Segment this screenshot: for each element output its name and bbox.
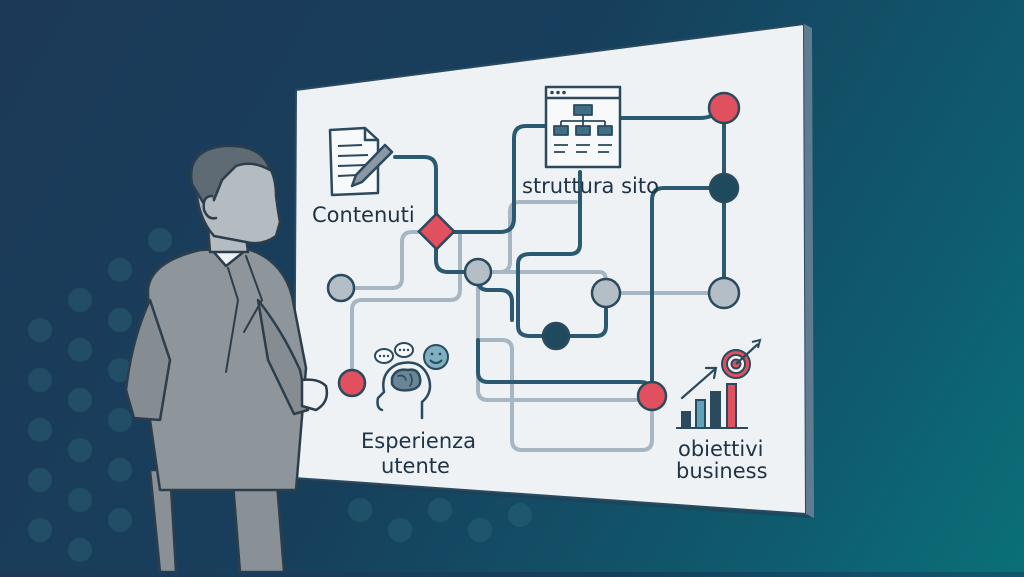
hand bbox=[300, 378, 329, 412]
node-right-dark bbox=[708, 172, 740, 204]
label-business: business bbox=[676, 459, 768, 483]
label-utente: utente bbox=[381, 454, 450, 478]
head-brain-icon bbox=[376, 361, 432, 420]
node-left-red bbox=[337, 368, 367, 398]
label-struttura-sito: struttura sito bbox=[522, 174, 659, 198]
decision-diamond-node bbox=[417, 212, 456, 251]
label-esperienza: Esperienza bbox=[361, 429, 477, 453]
document-pencil-icon bbox=[328, 126, 394, 197]
diagram-nodes bbox=[326, 91, 741, 412]
label-contenuti: Contenuti bbox=[312, 203, 415, 227]
node-center-gray bbox=[463, 257, 493, 287]
node-top-red bbox=[707, 91, 741, 125]
arm-left bbox=[124, 298, 172, 422]
upward-arrow-icon bbox=[680, 366, 718, 400]
node-far-right-gray bbox=[707, 276, 741, 310]
ear bbox=[202, 194, 218, 220]
node-center-dark bbox=[541, 321, 571, 351]
businessman-figure bbox=[124, 144, 329, 574]
chat-bubbles-icon bbox=[374, 342, 414, 364]
node-right-gray bbox=[590, 277, 622, 309]
smiley-icon bbox=[423, 344, 449, 370]
label-obiettivi: obiettivi bbox=[678, 437, 764, 461]
hair bbox=[189, 144, 272, 206]
sitemap-window-icon bbox=[544, 85, 622, 169]
growth-bar-chart-icon bbox=[676, 383, 748, 429]
node-left-gray bbox=[326, 273, 356, 303]
arm-right bbox=[256, 298, 310, 416]
node-bottom-red bbox=[636, 380, 668, 412]
target-icon bbox=[721, 338, 762, 379]
connector-lines-light bbox=[339, 200, 726, 452]
